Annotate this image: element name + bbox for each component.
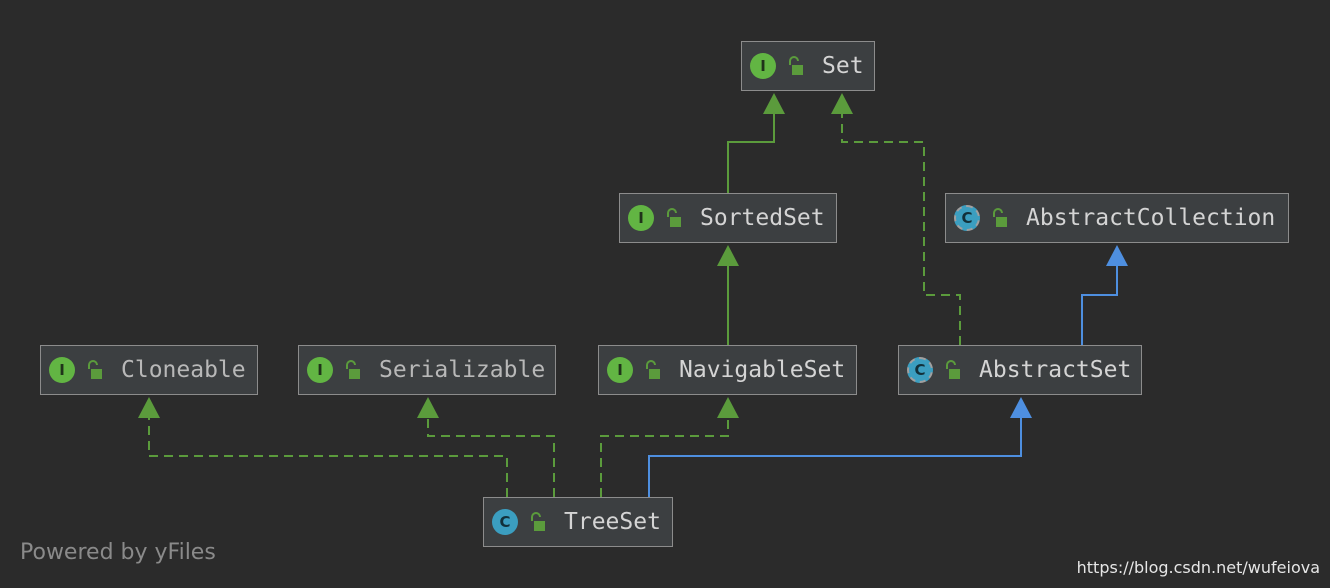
node-label: AbstractCollection	[1026, 205, 1276, 231]
node-label: Cloneable	[121, 357, 246, 383]
node-serializable[interactable]: I Serializable	[298, 345, 556, 395]
arrowhead-abstractcollection	[1106, 245, 1128, 266]
unlocked-icon	[946, 360, 960, 379]
node-label: AbstractSet	[979, 357, 1132, 383]
edge-abstractset-set	[841, 112, 961, 345]
node-treeset[interactable]: C TreeSet	[483, 497, 673, 547]
interface-icon: I	[628, 205, 654, 231]
unlocked-icon	[789, 56, 803, 75]
unlocked-icon	[346, 360, 360, 379]
edge-treeset-navigableset	[600, 416, 729, 497]
arrowhead-serializable	[417, 397, 439, 418]
edge-treeset-serializable	[427, 416, 555, 497]
unlocked-icon	[646, 360, 660, 379]
node-label: NavigableSet	[679, 357, 846, 383]
node-navigableset[interactable]: I NavigableSet	[598, 345, 857, 395]
node-sortedset[interactable]: I SortedSet	[619, 193, 837, 243]
node-abstractset[interactable]: C AbstractSet	[898, 345, 1142, 395]
abstract-class-icon: C	[907, 357, 933, 383]
unlocked-icon	[993, 208, 1007, 227]
interface-icon: I	[307, 357, 333, 383]
interface-icon: I	[49, 357, 75, 383]
node-set[interactable]: I Set	[741, 41, 875, 91]
arrowhead-sortedset	[717, 245, 739, 266]
powered-by-footer: Powered by yFiles	[20, 540, 216, 565]
node-label: Set	[822, 53, 864, 79]
source-watermark: https://blog.csdn.net/wufeiova	[1076, 558, 1320, 577]
unlocked-icon	[531, 512, 545, 531]
edge-abstractset-abstractcollection	[1081, 264, 1118, 345]
class-icon: C	[492, 509, 518, 535]
node-cloneable[interactable]: I Cloneable	[40, 345, 258, 395]
node-label: TreeSet	[564, 509, 661, 535]
arrowhead-abstractset	[1010, 397, 1032, 418]
arrowhead-set-dashed	[831, 93, 853, 114]
node-label: Serializable	[379, 357, 546, 383]
edge-sortedset-set	[727, 112, 775, 193]
abstract-class-icon: C	[954, 205, 980, 231]
interface-icon: I	[607, 357, 633, 383]
node-abstractcollection[interactable]: C AbstractCollection	[945, 193, 1289, 243]
arrowhead-cloneable	[138, 397, 160, 418]
unlocked-icon	[88, 360, 102, 379]
edge-treeset-abstractset	[648, 416, 1022, 497]
arrowhead-navigableset	[717, 397, 739, 418]
edge-treeset-cloneable	[148, 416, 508, 497]
interface-icon: I	[750, 53, 776, 79]
node-label: SortedSet	[700, 205, 825, 231]
unlocked-icon	[667, 208, 681, 227]
arrowhead-set-solid	[763, 93, 785, 114]
